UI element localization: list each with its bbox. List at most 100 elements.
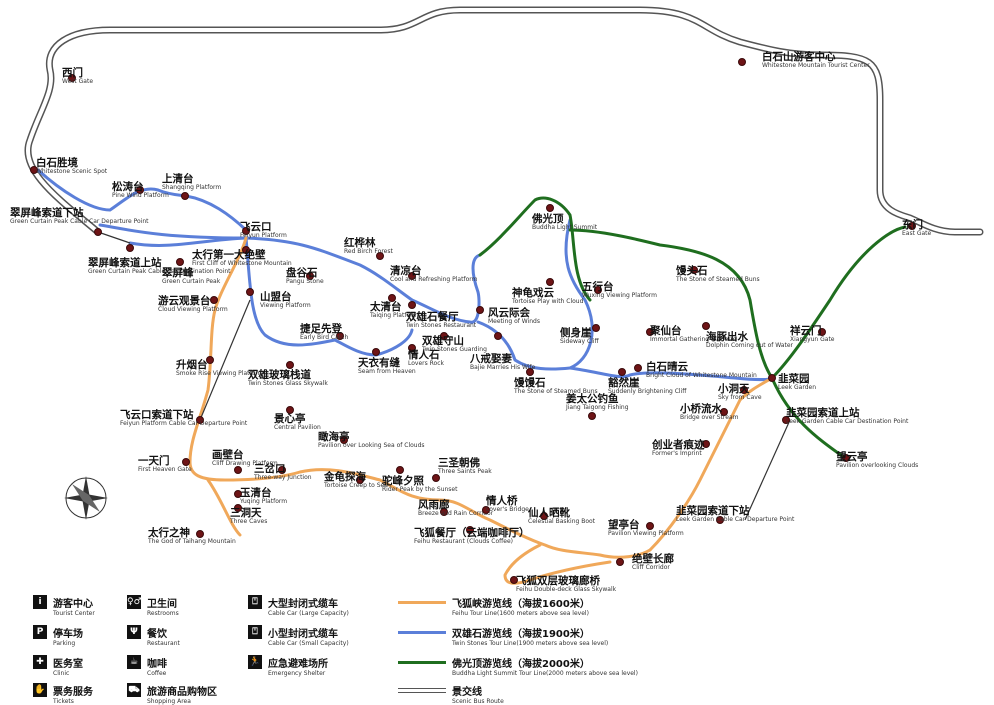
spot-marker-feihu-bridge[interactable] [510,576,518,584]
spot-name: 景心亭 [274,413,306,425]
spot-name: 画壁台 [212,449,244,461]
spot-marker-wuxing[interactable] [594,286,602,294]
spot-marker-shengyan[interactable] [206,356,214,364]
spot-marker-feiyunkou[interactable] [242,227,250,235]
spot-marker-dongmen[interactable] [908,222,916,230]
spot-marker-shengui[interactable] [546,278,554,286]
spot-marker-songtao[interactable] [136,186,144,194]
spot-name: 金龟探海 [324,471,366,483]
spot-name: 侧身崖 [560,327,592,339]
spot-marker-fengyu[interactable] [440,508,448,516]
spot-marker-shangqing[interactable] [181,192,189,200]
spot-marker-baishi-qingyun[interactable] [634,364,642,372]
spot-marker-xiaodongtian[interactable] [740,386,748,394]
spot-marker-shuangxiong-rest[interactable] [408,301,416,309]
legend-label: 咖啡 [147,659,167,670]
spot-marker-jiezu[interactable] [336,332,344,340]
spot-marker-mantoushi[interactable] [690,266,698,274]
spot-marker-chuangye[interactable] [702,440,710,448]
spot-name: 太行第一大绝壁 [192,249,266,261]
spot-marker-qingrenqiao[interactable] [482,506,490,514]
spot-marker-tianyi[interactable] [372,348,380,356]
spot-marker-tuofeng[interactable] [396,466,404,474]
spot-marker-taihang-first[interactable] [242,246,250,254]
spot-marker-glass-skywalk[interactable] [286,361,294,369]
spot-marker-jiucai-down[interactable] [716,516,724,524]
spot-marker-jingui[interactable] [356,476,364,484]
spot-marker-shanmeng[interactable] [246,288,254,296]
spot-name: 馒头石 [676,265,708,277]
spot-marker-hongshu[interactable] [376,252,384,260]
spot-name-en: Seam from Heaven [358,368,416,376]
legend-label-en: Restaurant [147,640,180,647]
spot-marker-wangting[interactable] [646,522,654,530]
legend-label-en: Emergency Shelter [268,670,326,677]
spot-marker-xiangyun[interactable] [818,328,826,336]
spot-marker-pangushi[interactable] [306,272,314,280]
spot-marker-juebi[interactable] [616,558,624,566]
spot-marker-huoran[interactable] [618,368,626,376]
spot-marker-qingrenshi[interactable] [408,344,416,352]
spot-marker-jiangtaigong[interactable] [588,412,596,420]
legend-label-en: Restrooms [147,610,179,617]
spot-marker-cesheng[interactable] [592,324,600,332]
spot-name-en: Pine Wind Platform [112,192,169,200]
spot-marker-yuqing[interactable] [234,490,242,498]
spot-marker-foguang[interactable] [546,204,554,212]
spot-marker-xianren[interactable] [540,512,548,520]
spot-name-en: Feiyun Platform [240,232,287,240]
blue-line-swatch [398,631,446,634]
spot-marker-taiqing[interactable] [388,294,396,302]
spot-marker-feiyun-down[interactable] [196,416,204,424]
spot-marker-sancha[interactable] [278,466,286,474]
cable-car-small-icon: ⍞ [248,625,262,639]
spot-marker-wangyun[interactable] [842,454,850,462]
spot-marker-qingliang[interactable] [408,272,416,280]
spot-marker-cuipingfeng-down[interactable] [94,228,102,236]
spot-marker-jingxin[interactable] [286,406,294,414]
spot-name: 太行之神 [148,527,190,539]
spot-marker-juxian[interactable] [646,328,654,336]
spot-marker-jiucai-up[interactable] [782,416,790,424]
spot-marker-bajie[interactable] [494,332,502,340]
spot-marker-haitun[interactable] [702,322,710,330]
spot-marker-sandongtian[interactable] [234,504,242,512]
spot-name: 小洞天 [718,383,750,395]
spot-marker-taihang-god[interactable] [196,530,204,538]
spot-marker-xiaoqiao[interactable] [720,408,728,416]
spot-marker-youyun[interactable] [210,296,218,304]
spot-marker-feihu-rest[interactable] [466,526,474,534]
spot-marker-huabi[interactable] [234,466,242,474]
spot-marker-yitianmen[interactable] [182,458,190,466]
spot-marker-baishishan-center[interactable] [738,58,746,66]
spot-marker-fengyun[interactable] [476,306,484,314]
spot-marker-ximen[interactable] [68,74,76,82]
spot-marker-cuipingfeng[interactable] [176,258,184,266]
spot-marker-sansheng[interactable] [432,474,440,482]
spot-marker-guanhai[interactable] [340,436,348,444]
spot-marker-jiucaiyuan[interactable] [768,374,776,382]
spot-marker-mantou[interactable] [526,368,534,376]
spot-marker-cuipingfeng-up[interactable] [126,244,134,252]
spot-marker-shuangxiong-shou[interactable] [440,332,448,340]
spot-marker-baishi-shengjing[interactable] [30,166,38,174]
spot-name: 翠屏峰索道上站 [88,257,162,269]
